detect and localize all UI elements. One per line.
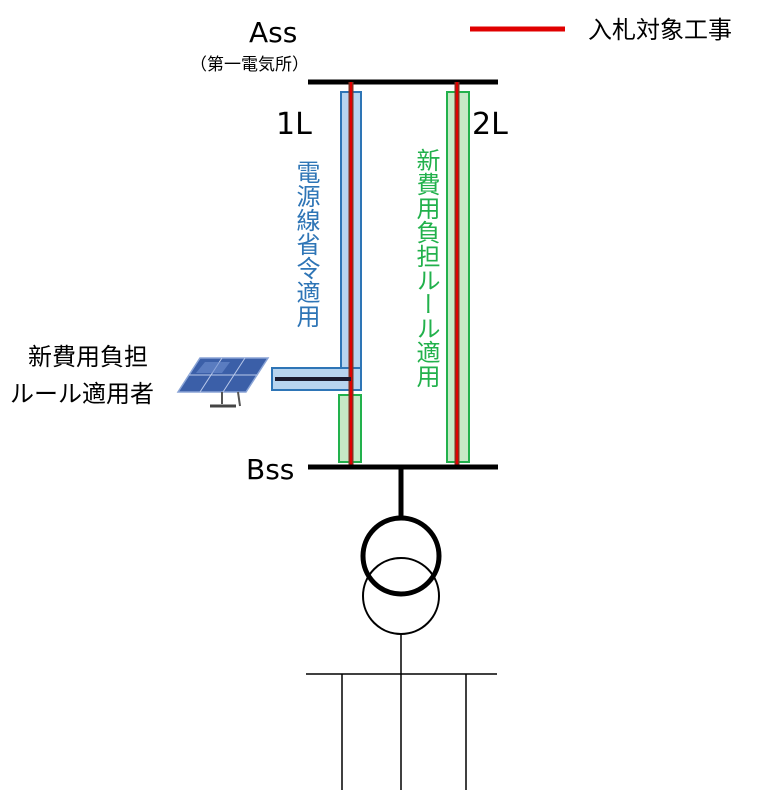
transformer-icon <box>360 515 442 635</box>
generator-label-line2: ルール適用者 <box>10 380 154 408</box>
line-2-label: 2L <box>472 107 508 142</box>
substation-b-name: Bss <box>246 453 294 486</box>
legend-label: 入札対象工事 <box>588 16 732 44</box>
substation-a-subname: （第一電気所） <box>190 55 309 75</box>
solar-panel-icon <box>176 357 270 408</box>
rule-zone-text: 新費用負担ルール適用 <box>412 148 440 388</box>
legend: 入札対象工事 <box>470 16 732 44</box>
ordinance-zone-text: 電源線省令適用 <box>292 160 320 328</box>
substation-a-name: Ass <box>249 16 297 49</box>
generator-label-line1: 新費用負担 <box>28 343 148 371</box>
line-1-label: 1L <box>276 107 312 142</box>
